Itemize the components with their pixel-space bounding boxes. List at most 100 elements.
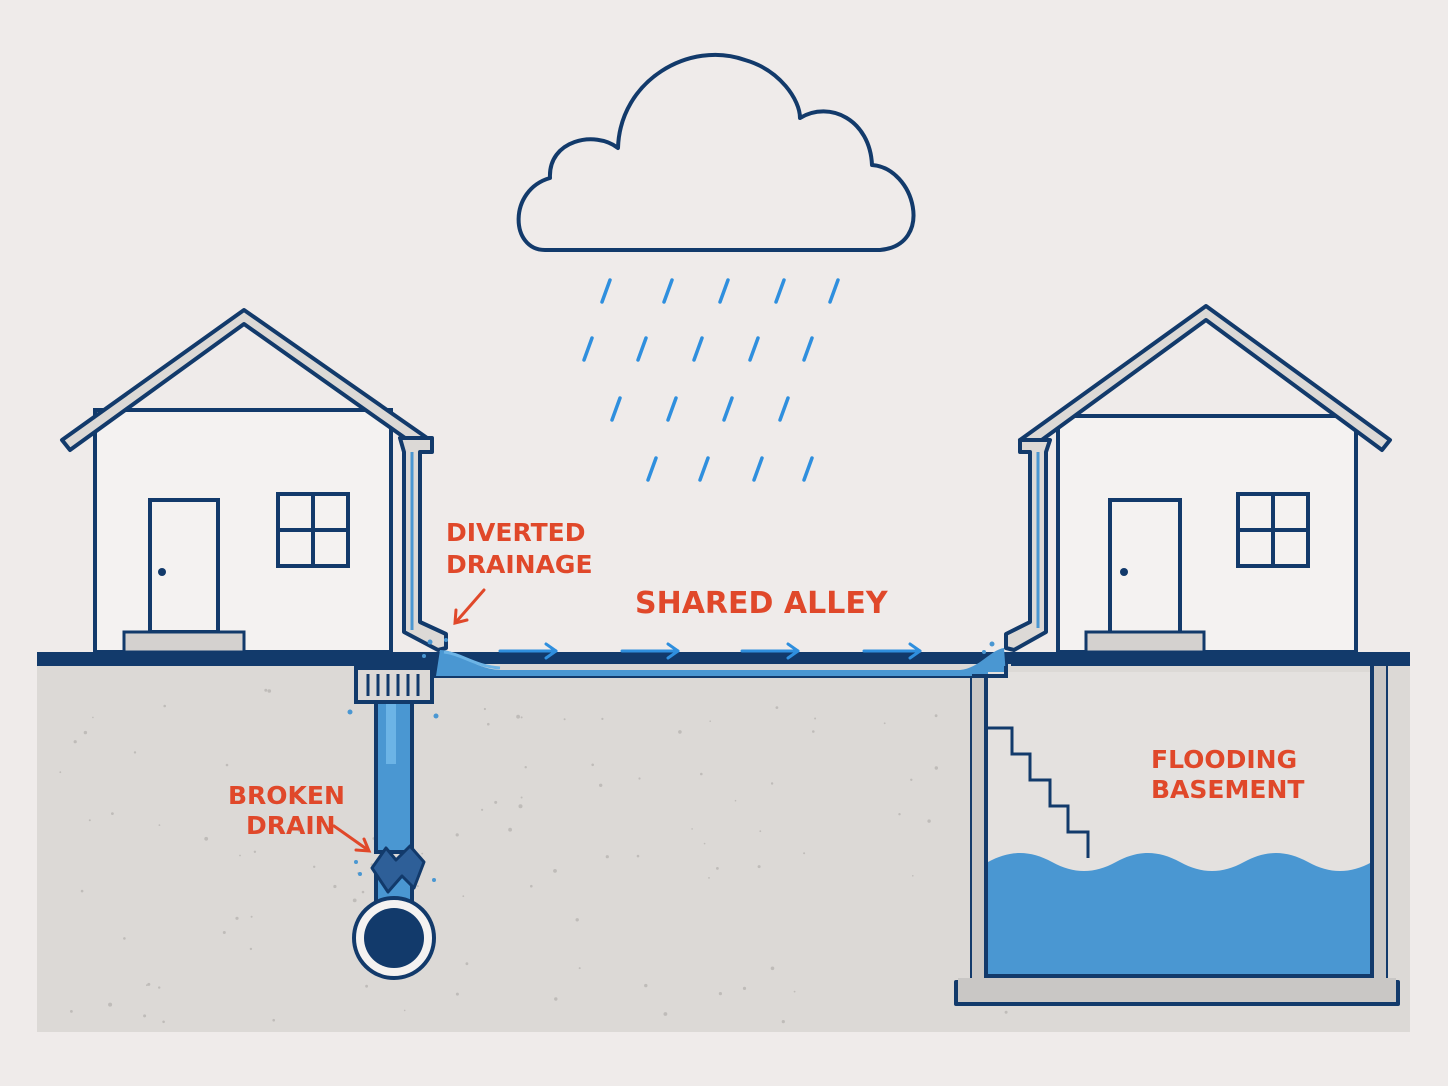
soil-speckle — [636, 854, 640, 858]
arrow-icon — [332, 824, 372, 853]
soil-speckle — [601, 717, 604, 721]
soil-speckle — [708, 877, 710, 879]
soil-speckle — [455, 833, 459, 837]
storm-drain — [347, 666, 439, 980]
alley-water — [422, 638, 1006, 676]
door-icon — [1108, 498, 1182, 636]
soil-speckle — [520, 716, 523, 719]
soil-speckle — [365, 984, 368, 988]
soil-speckle — [553, 869, 557, 873]
soil-speckle — [605, 855, 609, 859]
soil-speckle — [718, 992, 723, 996]
soil-speckle — [591, 763, 594, 767]
soil-speckle — [700, 772, 703, 776]
soil-speckle — [757, 865, 761, 869]
soil-speckle — [793, 990, 796, 993]
left-house — [60, 308, 448, 654]
downspout — [1004, 438, 1052, 652]
stairs — [988, 726, 1090, 858]
broken-drain-callout: BROKEN DRAIN — [228, 781, 372, 853]
soil-speckle — [812, 730, 815, 733]
soil-speckle — [272, 1018, 276, 1022]
soil-speckle — [70, 1010, 73, 1013]
soil-speckle — [524, 766, 527, 769]
soil-speckle — [742, 986, 747, 991]
soil-speckle — [934, 714, 938, 718]
soil-speckle — [775, 706, 779, 709]
soil-speckle — [267, 689, 272, 693]
downspout — [398, 436, 448, 652]
soil-speckle — [709, 720, 711, 722]
soil-speckle — [83, 730, 88, 735]
door-icon — [148, 498, 220, 634]
soil-speckle — [678, 730, 682, 734]
soil-speckle — [462, 895, 465, 898]
soil-speckle — [703, 842, 706, 845]
soil-speckle — [163, 704, 166, 708]
soil-speckle — [663, 1012, 668, 1016]
shared-alley-label: SHARED ALLEY — [635, 586, 889, 621]
flood-water — [988, 853, 1372, 976]
soil-speckle — [297, 828, 301, 832]
soil-speckle — [814, 717, 817, 720]
soil-speckle — [313, 865, 316, 868]
soil-speckle — [88, 819, 91, 822]
soil-speckle — [644, 983, 648, 988]
soil-speckle — [520, 796, 523, 799]
soil-speckle — [883, 722, 886, 725]
flooding-basement-callout: FLOODING BASEMENT — [1151, 745, 1304, 804]
soil-speckle — [147, 982, 151, 986]
soil-speckle — [494, 800, 498, 804]
soil-speckle — [487, 722, 490, 726]
sewer-pipe-icon — [352, 896, 436, 980]
soil-speckle — [241, 799, 243, 802]
flow-arrow-icon — [498, 642, 922, 660]
soil-speckle — [333, 884, 337, 889]
soil-speckle — [111, 812, 114, 815]
soil-speckle — [123, 937, 126, 940]
soil-speckle — [770, 966, 775, 971]
soil-speckle — [146, 984, 148, 987]
soil-speckle — [133, 751, 137, 754]
soil-speckle — [803, 852, 806, 855]
soil-speckle — [264, 688, 268, 692]
soil-speckle — [910, 778, 913, 781]
window-icon — [1236, 492, 1310, 568]
soil-speckle — [80, 889, 84, 893]
soil-speckle — [691, 828, 693, 830]
soil-speckle — [108, 1002, 113, 1007]
soil-speckle — [416, 885, 419, 888]
soil-speckle — [578, 967, 581, 970]
soil-speckle — [516, 714, 520, 719]
soil-speckle — [781, 1020, 785, 1024]
soil-speckle — [143, 1014, 147, 1018]
soil-speckle — [465, 962, 469, 966]
soil-speckle — [249, 947, 253, 951]
soil-speckle — [59, 771, 62, 774]
soil-speckle — [250, 915, 253, 918]
soil-speckle — [361, 890, 365, 894]
broken-drain-label-line1: BROKEN — [228, 781, 345, 810]
soil-speckle — [225, 763, 229, 767]
soil-speckle — [73, 740, 77, 744]
soil-speckle — [934, 766, 938, 770]
soil-speckle — [927, 819, 931, 823]
diverted-drainage-callout: DIVERTED DRAINAGE — [446, 518, 593, 625]
soil-speckle — [158, 986, 161, 989]
diverted-drainage-label-line2: DRAINAGE — [446, 550, 593, 579]
soil-speckle — [421, 852, 424, 855]
soil-speckle — [92, 716, 94, 719]
soil-speckle — [204, 836, 209, 841]
basement — [954, 666, 1400, 1006]
soil-speckle — [599, 783, 603, 787]
soil-speckle — [239, 854, 241, 857]
flooding-basement-label-line1: FLOODING — [1151, 745, 1297, 774]
soil-speckle — [483, 707, 486, 711]
arrow-icon — [453, 588, 486, 625]
soil-speckle — [253, 850, 257, 853]
soil-speckle — [770, 782, 774, 785]
soil-speckle — [1004, 1010, 1008, 1014]
flooding-basement-label-line2: BASEMENT — [1151, 775, 1304, 804]
soil-speckle — [403, 1009, 406, 1012]
